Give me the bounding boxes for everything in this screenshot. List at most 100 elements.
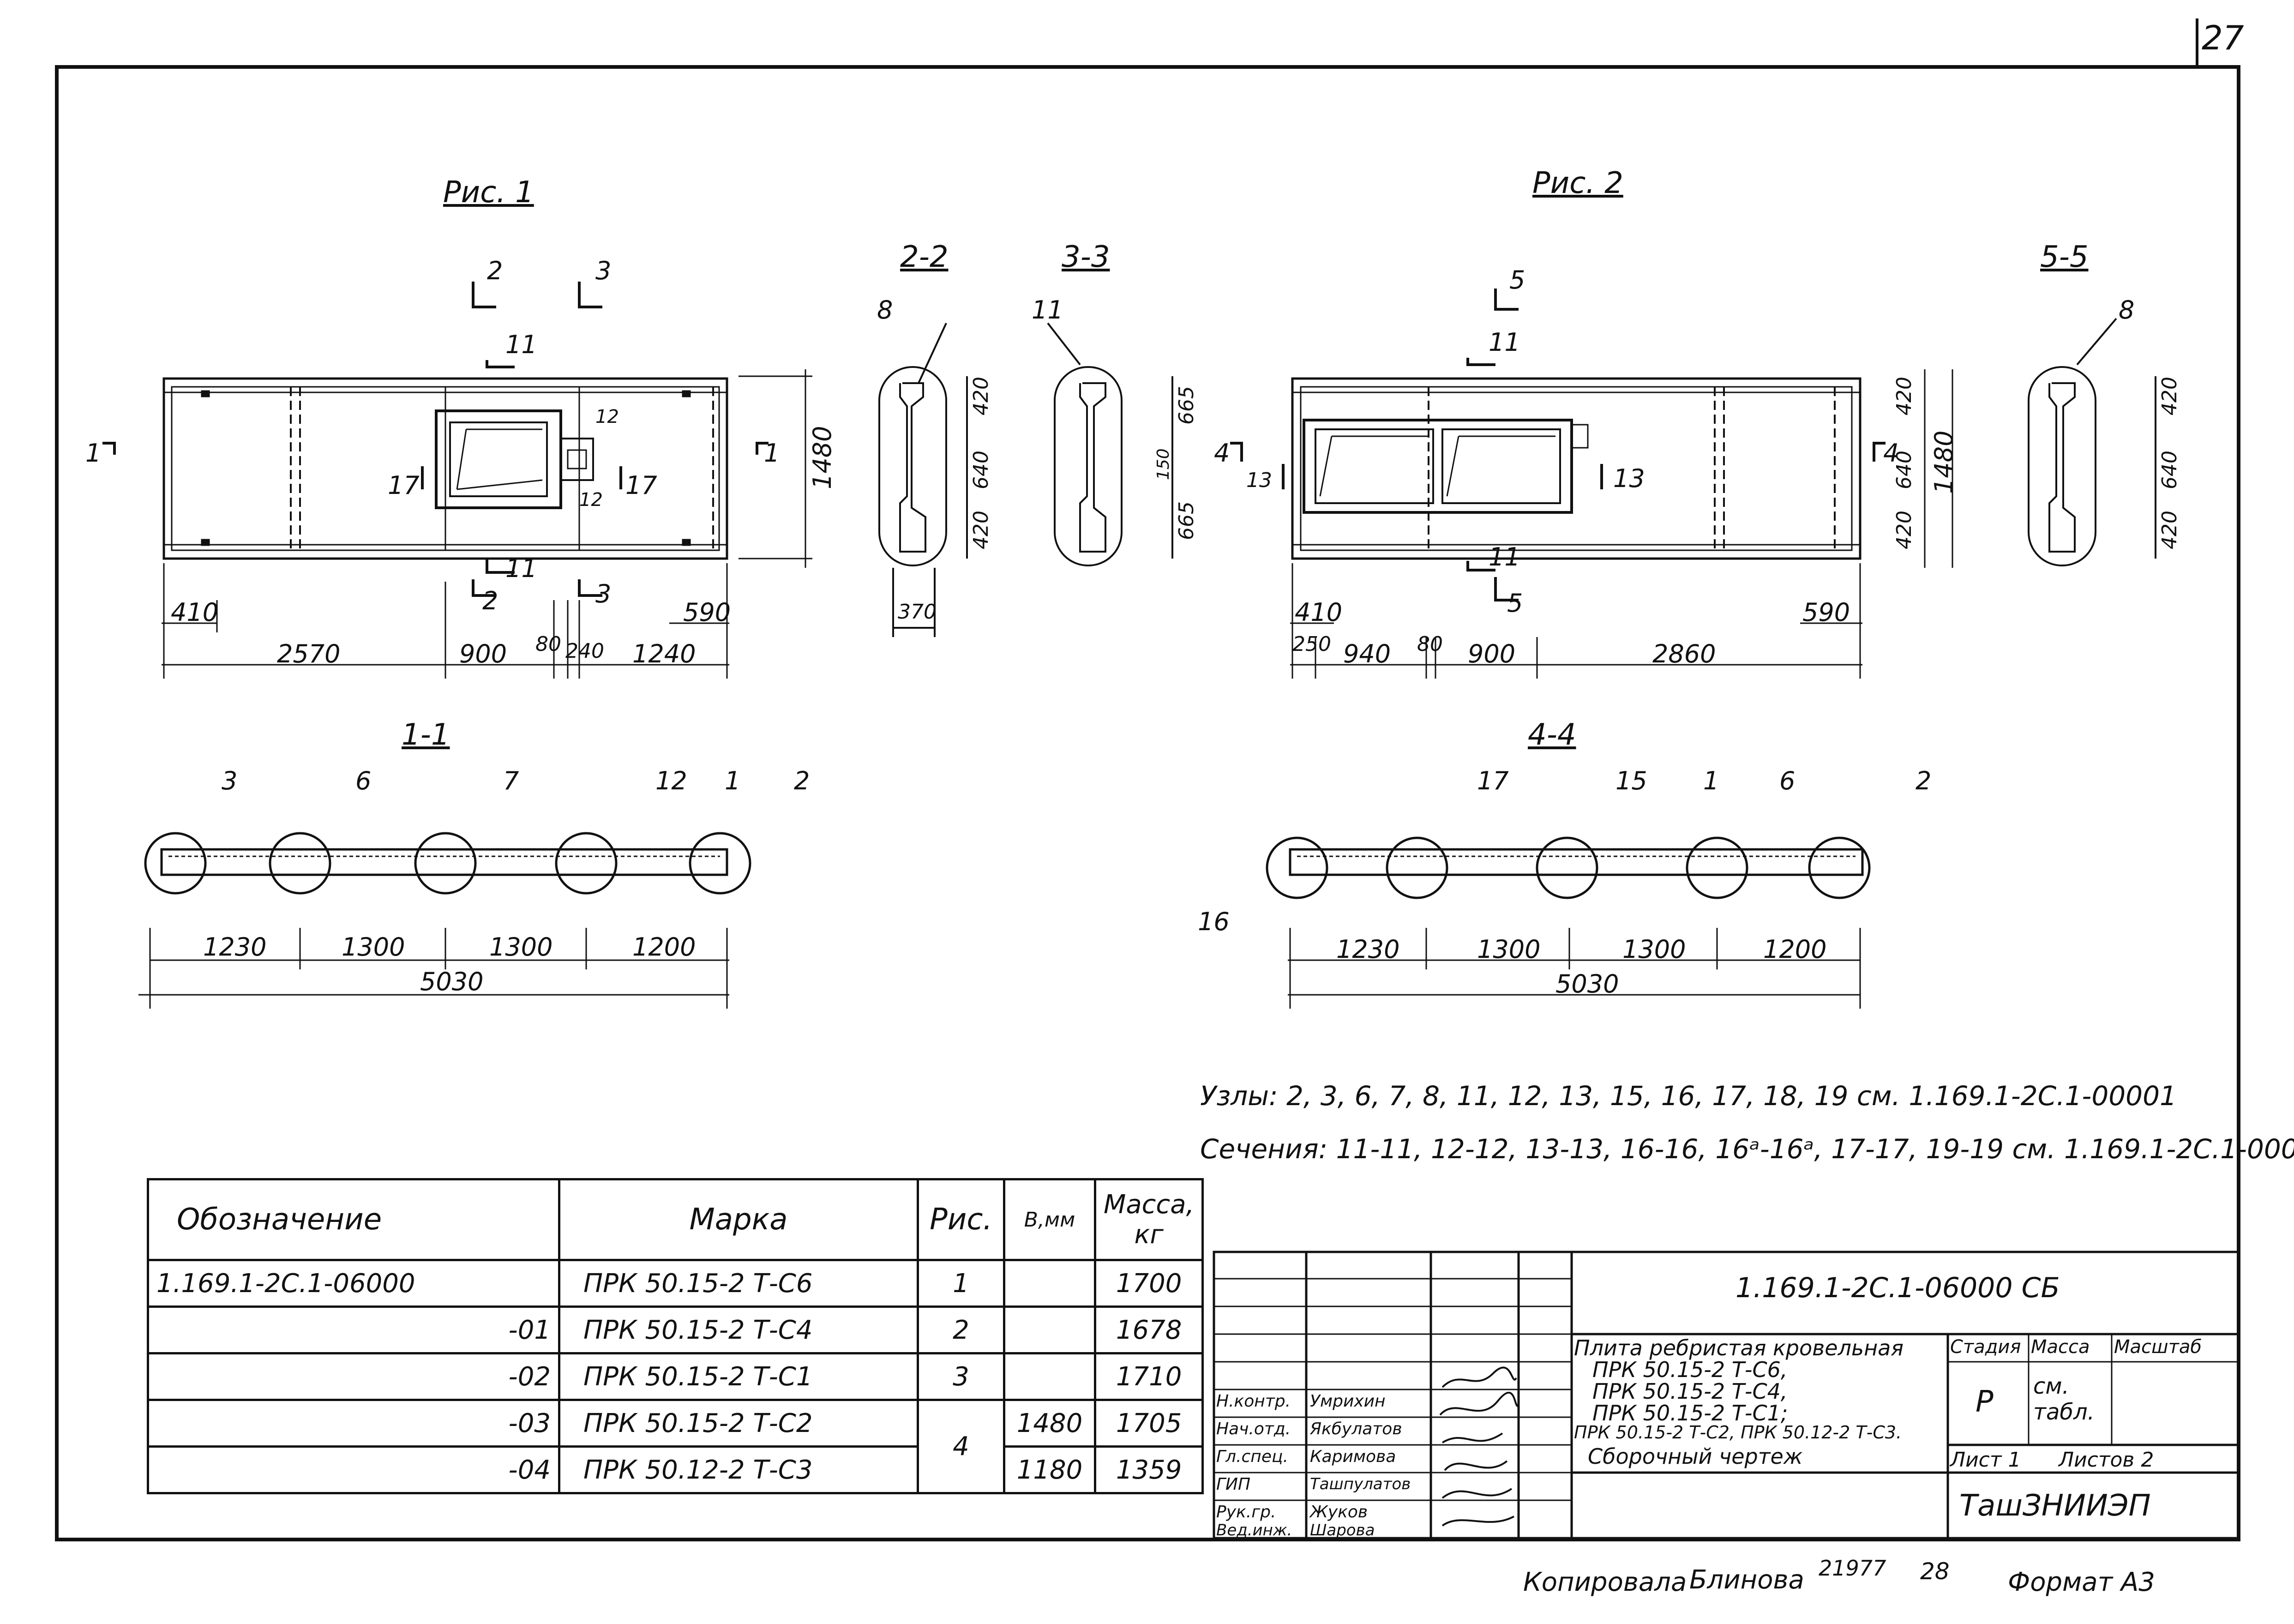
fig2-cut-label: 5 xyxy=(1509,265,1525,295)
fig2-dim: 410 xyxy=(1295,598,1343,627)
table-row: -02 ПРК 50.15-2 Т-С1 3 1710 xyxy=(147,1352,1204,1401)
fig1-cut-marks xyxy=(102,282,769,597)
fig2-plan-drawing xyxy=(1291,377,1862,560)
sec22-dim: 420 xyxy=(969,377,993,415)
table-row: -04 ПРК 50.12-2 Т-С3 1180 1359 xyxy=(147,1445,1204,1494)
product-line: Сборочный чертеж xyxy=(1588,1444,1803,1469)
sec44-callout: 6 xyxy=(1779,766,1796,795)
role-label: Гл.спец. xyxy=(1216,1447,1288,1466)
section-4-4-drawing xyxy=(1266,836,1871,1009)
fig1-cut-label: 1 xyxy=(764,439,780,468)
fig1-cut-label: 12 xyxy=(595,406,619,427)
sec11-callout: 12 xyxy=(655,766,687,795)
section-5-5-title: 5-5 xyxy=(2040,240,2089,274)
specification-table: Обозначение Марка Рис. B,мм Масса, кг 1.… xyxy=(147,1178,1204,1494)
role-label: Рук.гр. xyxy=(1216,1503,1276,1522)
sheet-number: Лист 1 xyxy=(1950,1448,2021,1472)
product-line: ПРК 50.15-2 Т-С2, ПРК 50.12-2 Т-С3. xyxy=(1574,1422,1902,1443)
spec-cell: ПРК 50.15-2 Т-С6 xyxy=(558,1259,919,1308)
spec-header: Масса, кг xyxy=(1093,1178,1204,1261)
sec55-dim: 420 xyxy=(2158,377,2181,415)
stage-value: Р xyxy=(1976,1385,1994,1419)
fig1-title: Рис. 1 xyxy=(443,175,534,210)
fig1-cut-label: 11 xyxy=(505,330,537,359)
sec55-callout: 8 xyxy=(2119,295,2135,325)
sec55-dim: 420 xyxy=(2158,511,2181,549)
fig1-cut-label: 3 xyxy=(595,579,612,608)
table-row: -01 ПРК 50.15-2 Т-С4 2 1678 xyxy=(147,1305,1204,1354)
fig1-cut-label: 3 xyxy=(595,256,612,285)
spec-cell: 4 xyxy=(917,1399,1005,1494)
spec-cell: 1705 xyxy=(1093,1399,1204,1448)
fig1-dim: 1240 xyxy=(632,639,696,668)
sec55-dim: 640 xyxy=(2158,451,2181,489)
section-3-3-title: 3-3 xyxy=(1062,240,1110,274)
fig2-title: Рис. 2 xyxy=(1532,166,1623,200)
sec33-dim: 150 xyxy=(1154,448,1173,480)
fig2-cut-label: 11 xyxy=(1489,542,1520,571)
section-3-3-drawing xyxy=(1047,322,1173,566)
sec11-dim: 1230 xyxy=(203,932,267,962)
fig1-plan-drawing xyxy=(162,377,728,560)
sec22-callout: 8 xyxy=(877,295,893,325)
fig1-dim: 80 xyxy=(535,632,561,656)
sec22-width: 370 xyxy=(898,600,937,624)
spec-header: Обозначение xyxy=(147,1178,560,1261)
fig2-cut-label: 13 xyxy=(1613,464,1645,493)
spec-cell: ПРК 50.12-2 Т-С3 xyxy=(558,1445,919,1494)
fig2-side-dim: 420 xyxy=(1892,511,1916,549)
copier-name: Блинова xyxy=(1689,1565,1804,1595)
sec44-callout: 2 xyxy=(1916,766,1932,795)
fig1-cut-label: 1 xyxy=(85,439,102,468)
scale-label: Масштаб xyxy=(2114,1336,2202,1358)
role-name: Шарова xyxy=(1310,1521,1375,1540)
spec-header: B,мм xyxy=(1003,1178,1096,1261)
doc-code: 1.169.1-2С.1-06000 СБ xyxy=(1736,1272,2060,1304)
spec-cell: -03 xyxy=(147,1399,560,1448)
fig1-height-dim: 1480 xyxy=(808,426,837,489)
spec-header: Рис. xyxy=(917,1178,1005,1261)
fig2-cut-marks xyxy=(1230,289,1886,601)
fig1-cut-label: 17 xyxy=(625,471,657,500)
sections-note: Сечения: 11-11, 12-12, 13-13, 16-16, 16ᵃ… xyxy=(1200,1133,2294,1165)
section-2-2-drawing xyxy=(878,323,968,637)
table-row: -03 ПРК 50.15-2 Т-С2 4 1480 1705 xyxy=(147,1399,1204,1494)
section-2-2-title: 2-2 xyxy=(900,240,949,274)
fig2-height-dim: 1480 xyxy=(1929,430,1958,494)
sec22-dim: 640 xyxy=(969,451,993,489)
section-1-1-drawing xyxy=(138,832,751,1009)
fig1-cut-label: 17 xyxy=(388,471,420,500)
fig1-dim: 590 xyxy=(683,598,731,627)
role-label: Нач.отд. xyxy=(1216,1419,1291,1438)
spec-cell: -01 xyxy=(147,1305,560,1354)
spec-cell: 1678 xyxy=(1093,1305,1204,1354)
fig1-dim: 410 xyxy=(171,598,219,627)
fig2-dim: 2860 xyxy=(1652,639,1716,668)
fig2-side-dim: 640 xyxy=(1892,451,1916,489)
sec11-callout: 1 xyxy=(725,766,741,795)
sec44-callout: 16 xyxy=(1198,907,1230,936)
sec11-dim: 1300 xyxy=(342,932,405,962)
fig1-dim: 900 xyxy=(459,639,507,668)
spec-header: Марка xyxy=(558,1178,919,1261)
spec-cell: 3 xyxy=(917,1352,1005,1401)
sec11-callout: 3 xyxy=(222,766,238,795)
spec-cell: 1 xyxy=(917,1259,1005,1308)
sec33-dim: 665 xyxy=(1175,386,1198,425)
sec44-dim: 1300 xyxy=(1477,935,1541,964)
copied-label: Копировала xyxy=(1523,1567,1687,1597)
role-name: Умрихин xyxy=(1310,1392,1386,1411)
section-1-1-title: 1-1 xyxy=(402,718,450,752)
signatures-image xyxy=(1439,1366,1519,1527)
table-row: 1.169.1-2С.1-06000 ПРК 50.15-2 Т-С6 1 17… xyxy=(147,1259,1204,1308)
sec22-dim: 420 xyxy=(969,511,993,549)
fig1-cut-label: 2 xyxy=(482,586,498,615)
role-label: Н.контр. xyxy=(1216,1392,1291,1411)
product-line: ПРК 50.15-2 Т-С6, xyxy=(1592,1357,1788,1382)
sec11-dim: 1300 xyxy=(489,932,553,962)
spec-header-row: Обозначение Марка Рис. B,мм Масса, кг xyxy=(147,1178,1204,1261)
spec-cell xyxy=(1003,1259,1096,1308)
fig2-cut-label: 4 xyxy=(1214,439,1230,468)
